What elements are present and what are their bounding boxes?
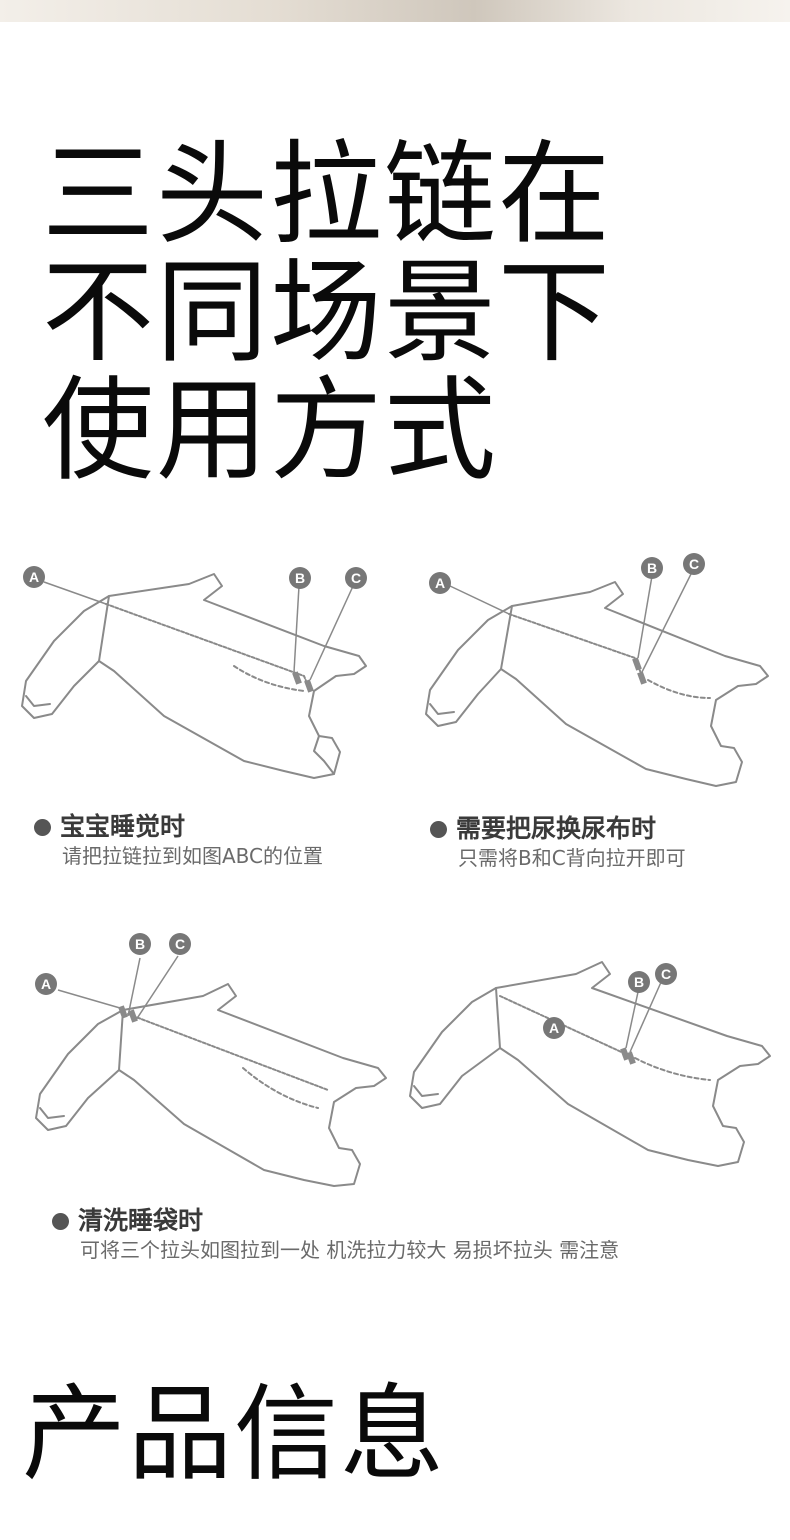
caption-title: 需要把尿换尿布时 (430, 814, 686, 844)
diagram-diaper-change: A B C (420, 548, 790, 788)
headline-line-1: 三头拉链在 (42, 130, 612, 260)
marker-a: A (435, 575, 445, 591)
diagram-washing-a: A B C (28, 928, 398, 1188)
bullet-dot (52, 1213, 69, 1230)
top-photo-strip (0, 0, 790, 22)
marker-b: B (647, 560, 657, 576)
sleep-bag-illustration: A B C (21, 566, 367, 779)
marker-c: C (175, 936, 185, 952)
marker-c: C (661, 966, 671, 982)
marker-b: B (295, 570, 305, 586)
marker-a: A (41, 976, 51, 992)
headline: 三头拉链在 不同场景下 使用方式 (42, 136, 762, 490)
caption-sleeping: 宝宝睡觉时 请把拉链拉到如图ABC的位置 (34, 812, 323, 870)
sleep-bag-illustration: A B C (409, 961, 771, 1167)
headline-line-2: 不同场景下 (42, 248, 612, 378)
caption-diaper-change: 需要把尿换尿布时 只需将B和C背向拉开即可 (430, 814, 686, 872)
marker-c: C (689, 556, 699, 572)
marker-a: A (549, 1020, 559, 1036)
caption-desc: 请把拉链拉到如图ABC的位置 (62, 844, 324, 868)
sleep-bag-illustration: A B C (35, 933, 387, 1187)
bullet-dot (34, 819, 51, 836)
caption-washing: 清洗睡袋时 可将三个拉头如图拉到一处 机洗拉力较大 易损坏拉头 需注意 (52, 1206, 619, 1264)
headline-line-3: 使用方式 (42, 366, 498, 496)
bullet-dot (430, 821, 447, 838)
caption-desc: 可将三个拉头如图拉到一处 机洗拉力较大 易损坏拉头 需注意 (80, 1238, 620, 1262)
caption-title: 宝宝睡觉时 (34, 812, 323, 842)
marker-b: B (634, 974, 644, 990)
marker-c: C (351, 570, 361, 586)
caption-desc: 只需将B和C背向拉开即可 (458, 846, 686, 870)
diagram-sleeping: A B C (14, 556, 384, 786)
marker-b: B (135, 936, 145, 952)
marker-a: A (29, 569, 39, 585)
caption-title: 清洗睡袋时 (52, 1206, 619, 1236)
product-info-title: 产品信息 (22, 1373, 447, 1495)
diagram-washing-b: A B C (400, 948, 780, 1178)
sleep-bag-illustration: A B C (425, 553, 769, 787)
